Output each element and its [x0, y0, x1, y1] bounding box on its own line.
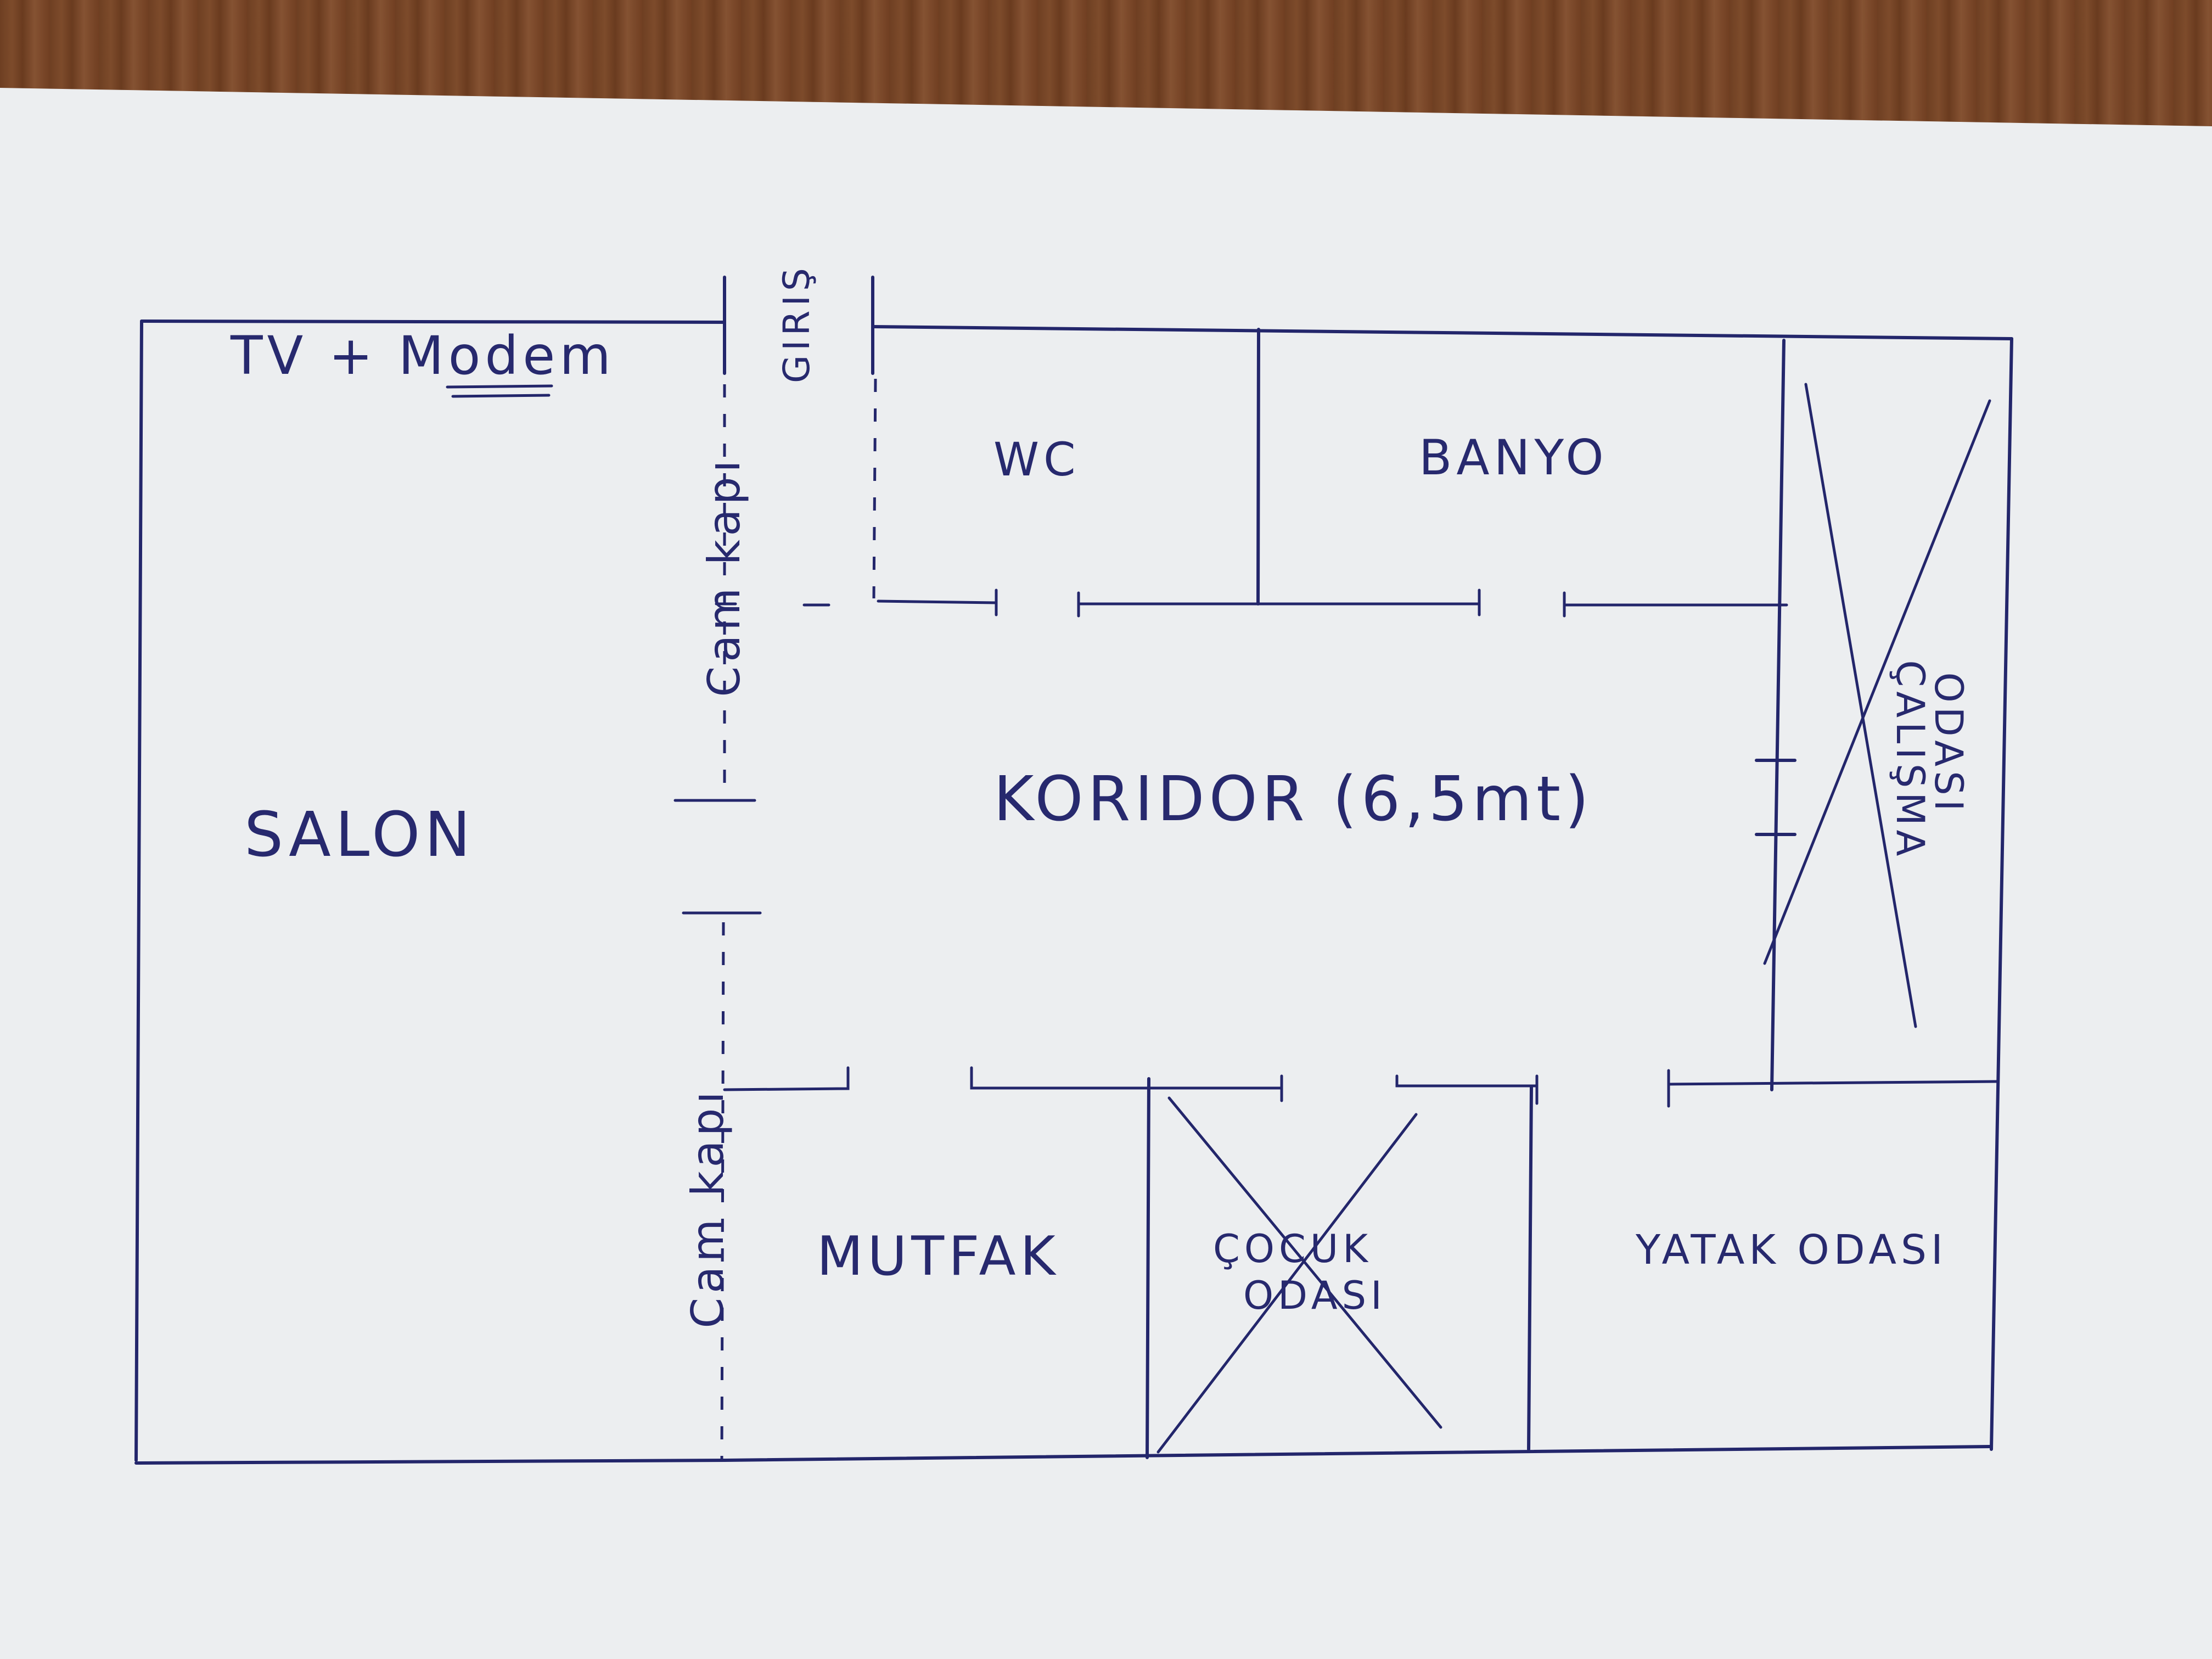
cocuk-wall-top-right [1395, 1074, 1539, 1088]
cocuk-cross-2 [1156, 1113, 1418, 1454]
calisma-label-line1: ÇALIŞMA [1888, 660, 1933, 861]
cocuk-label-line2: ODASI [1243, 1273, 1386, 1318]
koridor-label: KORIDOR (6,5mt) [993, 764, 1593, 835]
calisma-cross-2 [1763, 399, 1991, 965]
paper-sheet [0, 88, 2212, 1659]
modem-underline-1 [446, 384, 553, 389]
yatak-odasi-label: YATAK ODASI [1636, 1226, 1947, 1274]
salon-label: SALON [244, 799, 475, 871]
cocuk-label-line1: ÇOCUK [1213, 1226, 1372, 1271]
cocuk-cross-1 [1167, 1096, 1442, 1429]
cocuk-yatak-wall [1527, 1085, 1533, 1451]
cam-kapi-top-label: Cam kapı [699, 456, 750, 697]
tv-modem-label: TV + Modem [231, 325, 615, 386]
entrance-dashed [872, 378, 877, 599]
wc-wall-bottom [877, 599, 998, 604]
wall-right [1990, 337, 2013, 1451]
wall-bottom [134, 1445, 1991, 1465]
cocuk-wall-top-left [970, 1066, 1283, 1090]
calisma-left-wall [1770, 339, 1786, 1091]
mutfak-cocuk-wall [1146, 1077, 1150, 1459]
glass-door-lower [720, 922, 725, 1461]
mutfak-wall-top [723, 1066, 850, 1091]
wall-left [134, 320, 143, 1462]
wc-banyo-divider [1256, 328, 1260, 606]
yatak-wall-top [1667, 1080, 2000, 1086]
cam-kapi-bottom-label: Cam kapı [682, 1087, 733, 1329]
calisma-label-line2: ODASI [1926, 672, 1971, 816]
mutfak-label: MUTFAK [817, 1225, 1060, 1288]
wall-top-left [140, 320, 726, 324]
calisma-cross-1 [1804, 383, 1917, 1028]
wall-top-right [871, 325, 2013, 340]
giris-label: GIRIŞ [776, 264, 818, 383]
banyo-label: BANYO [1419, 429, 1608, 486]
wc-label: WC [993, 433, 1080, 486]
modem-underline-2 [451, 394, 551, 398]
